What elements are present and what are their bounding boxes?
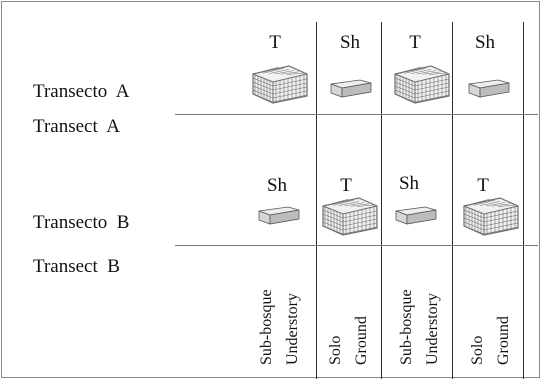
- sherman-box-icon: [258, 206, 300, 225]
- transect-b-label-en: Transect B: [33, 256, 120, 277]
- row-a-cell-4-label: Sh: [474, 32, 496, 53]
- row-a-cell-2-label: Sh: [339, 32, 361, 53]
- sherman-box-icon: [468, 79, 510, 98]
- row-b-cell-3-label: Sh: [398, 173, 420, 194]
- sherman-box-icon: [330, 79, 372, 98]
- sherman-box-icon: [395, 206, 437, 225]
- row-a-cell-3-label: T: [409, 32, 421, 53]
- transect-a-label-en: Transect A: [33, 116, 120, 137]
- trap-cage-icon: [322, 197, 378, 236]
- column-divider-2: [381, 22, 382, 379]
- column-2-label-en: Ground: [353, 316, 370, 365]
- transect-b-line: [175, 245, 538, 246]
- column-3-label-pt: Sub-bosque: [398, 289, 415, 365]
- column-2-label-pt: Solo: [327, 335, 344, 365]
- column-1-label-pt: Sub-bosque: [258, 289, 275, 365]
- row-a-cell-1-label: T: [269, 32, 281, 53]
- column-divider-4: [523, 22, 524, 379]
- row-b-cell-2-label: T: [340, 175, 352, 196]
- trap-cage-icon: [394, 65, 450, 104]
- row-b-cell-4-label: T: [477, 175, 489, 196]
- trap-cage-icon: [252, 65, 308, 104]
- column-1-label-en: Understory: [284, 293, 301, 365]
- column-3-label-en: Understory: [424, 293, 441, 365]
- transect-a-line: [175, 114, 538, 115]
- row-b-cell-1-label: Sh: [266, 175, 288, 196]
- column-divider-1: [316, 22, 317, 379]
- trap-cage-icon: [463, 197, 519, 236]
- transect-b-label-pt: Transecto B: [33, 212, 130, 233]
- transect-a-label-pt: Transecto A: [33, 81, 130, 102]
- column-4-label-pt: Solo: [469, 335, 486, 365]
- column-4-label-en: Ground: [495, 316, 512, 365]
- column-divider-3: [452, 22, 453, 379]
